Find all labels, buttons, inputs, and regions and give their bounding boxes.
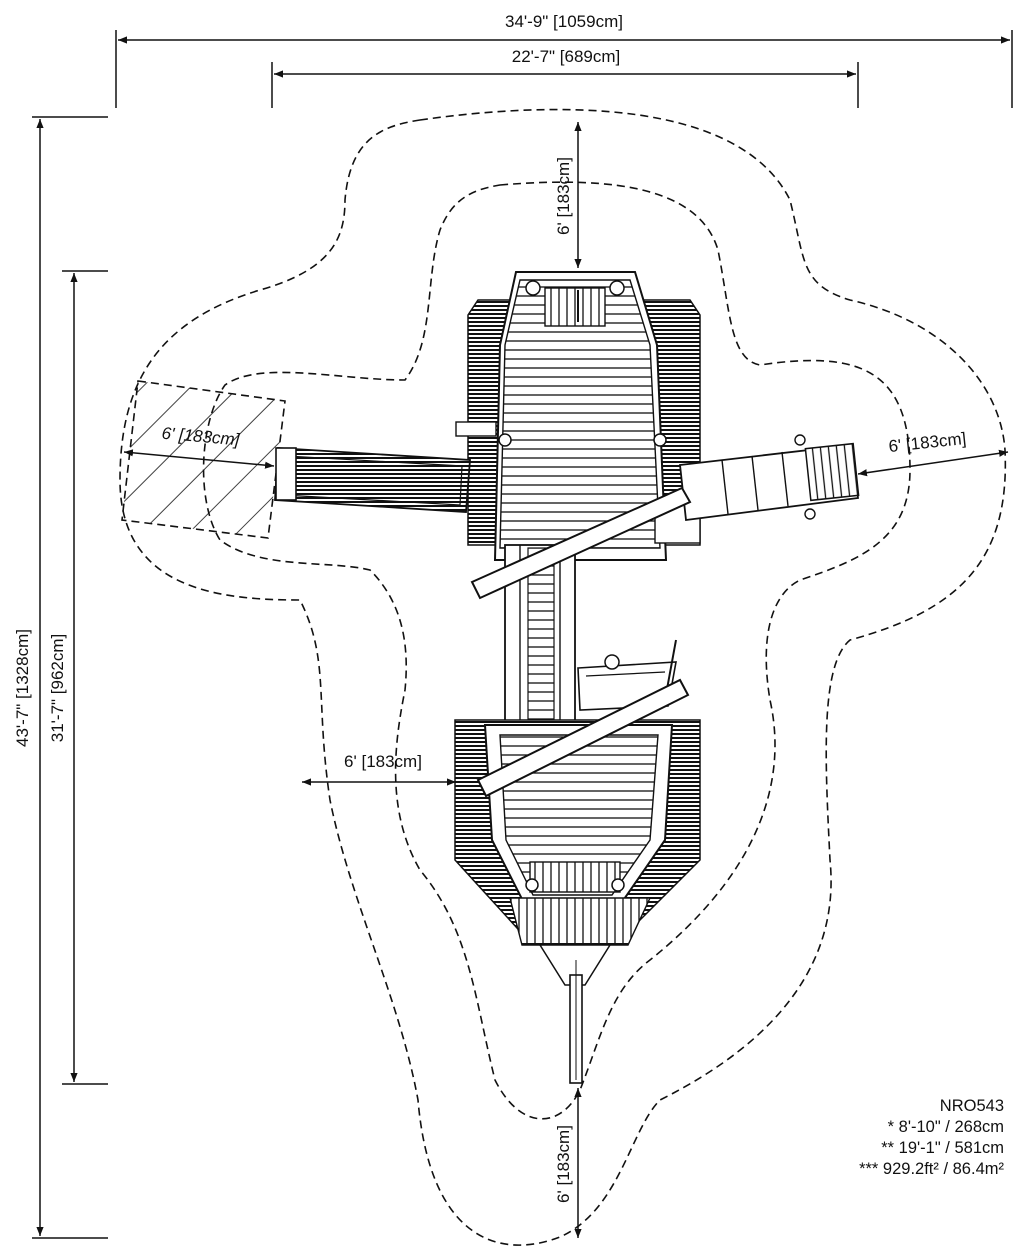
info-line-3: *** 929.2ft² / 86.4m² bbox=[859, 1160, 1004, 1178]
upper-deck bbox=[455, 271, 701, 561]
right-bridge bbox=[679, 434, 860, 522]
left-bridge bbox=[274, 447, 471, 513]
info-line-2: ** 19'-1" / 581cm bbox=[881, 1139, 1004, 1157]
structure-length-label: 31'-7" [962cm] bbox=[48, 634, 67, 743]
overall-width-label: 34'-9" [1059cm] bbox=[505, 12, 623, 31]
clearance-right-label: 6' [183cm] bbox=[888, 429, 967, 456]
clearance-top-label: 6' [183cm] bbox=[554, 157, 573, 235]
clearance-bottom-label: 6' [183cm] bbox=[554, 1125, 573, 1203]
product-info: NRO543 * 8'-10" / 268cm ** 19'-1" / 581c… bbox=[859, 1096, 1004, 1180]
structure-width-label: 22'-7" [689cm] bbox=[512, 47, 621, 66]
inner-structure-outline bbox=[202, 181, 911, 1120]
bowsprit bbox=[538, 944, 612, 1084]
overall-length-label: 43'-7" [1328cm] bbox=[13, 629, 32, 747]
clearance-left-dimension-line bbox=[123, 449, 275, 469]
upper-diagonal-plank bbox=[470, 486, 692, 600]
connecting-ladder bbox=[504, 544, 576, 726]
model-number: NRO543 bbox=[939, 1097, 1004, 1115]
lower-diagonal-plank bbox=[476, 678, 690, 798]
info-line-1: * 8'-10" / 268cm bbox=[887, 1118, 1004, 1136]
clearance-middle-label: 6' [183cm] bbox=[344, 752, 422, 771]
clearance-right-dimension-line bbox=[857, 449, 1009, 477]
